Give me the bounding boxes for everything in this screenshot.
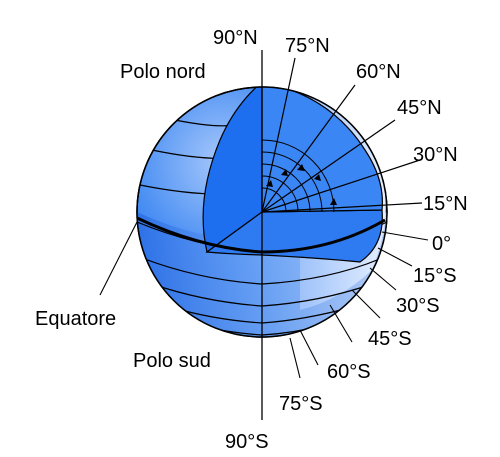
label-15n: 15°N bbox=[423, 193, 468, 215]
cut-face-equatorial bbox=[205, 209, 383, 263]
label-45s: 45°S bbox=[368, 328, 412, 350]
label-north-pole: Polo nord bbox=[120, 61, 206, 83]
label-leaders bbox=[99, 221, 429, 379]
label-75n: 75°N bbox=[285, 35, 330, 57]
cut-face-meridian bbox=[202, 87, 263, 254]
label-90n: 90°N bbox=[213, 27, 258, 49]
label-0: 0° bbox=[432, 233, 451, 255]
label-equator: Equatore bbox=[35, 308, 116, 330]
label-30n: 30°N bbox=[413, 144, 458, 166]
latitude-rays bbox=[261, 57, 423, 213]
label-75s: 75°S bbox=[279, 393, 323, 415]
label-45n: 45°N bbox=[397, 97, 442, 119]
label-south-pole: Polo sud bbox=[133, 350, 211, 372]
label-15s: 15°S bbox=[413, 265, 457, 287]
label-60s: 60°S bbox=[327, 361, 371, 383]
label-90s: 90°S bbox=[225, 431, 269, 453]
label-60n: 60°N bbox=[356, 61, 401, 83]
arc-arrows bbox=[266, 164, 337, 205]
label-30s: 30°S bbox=[396, 295, 440, 317]
